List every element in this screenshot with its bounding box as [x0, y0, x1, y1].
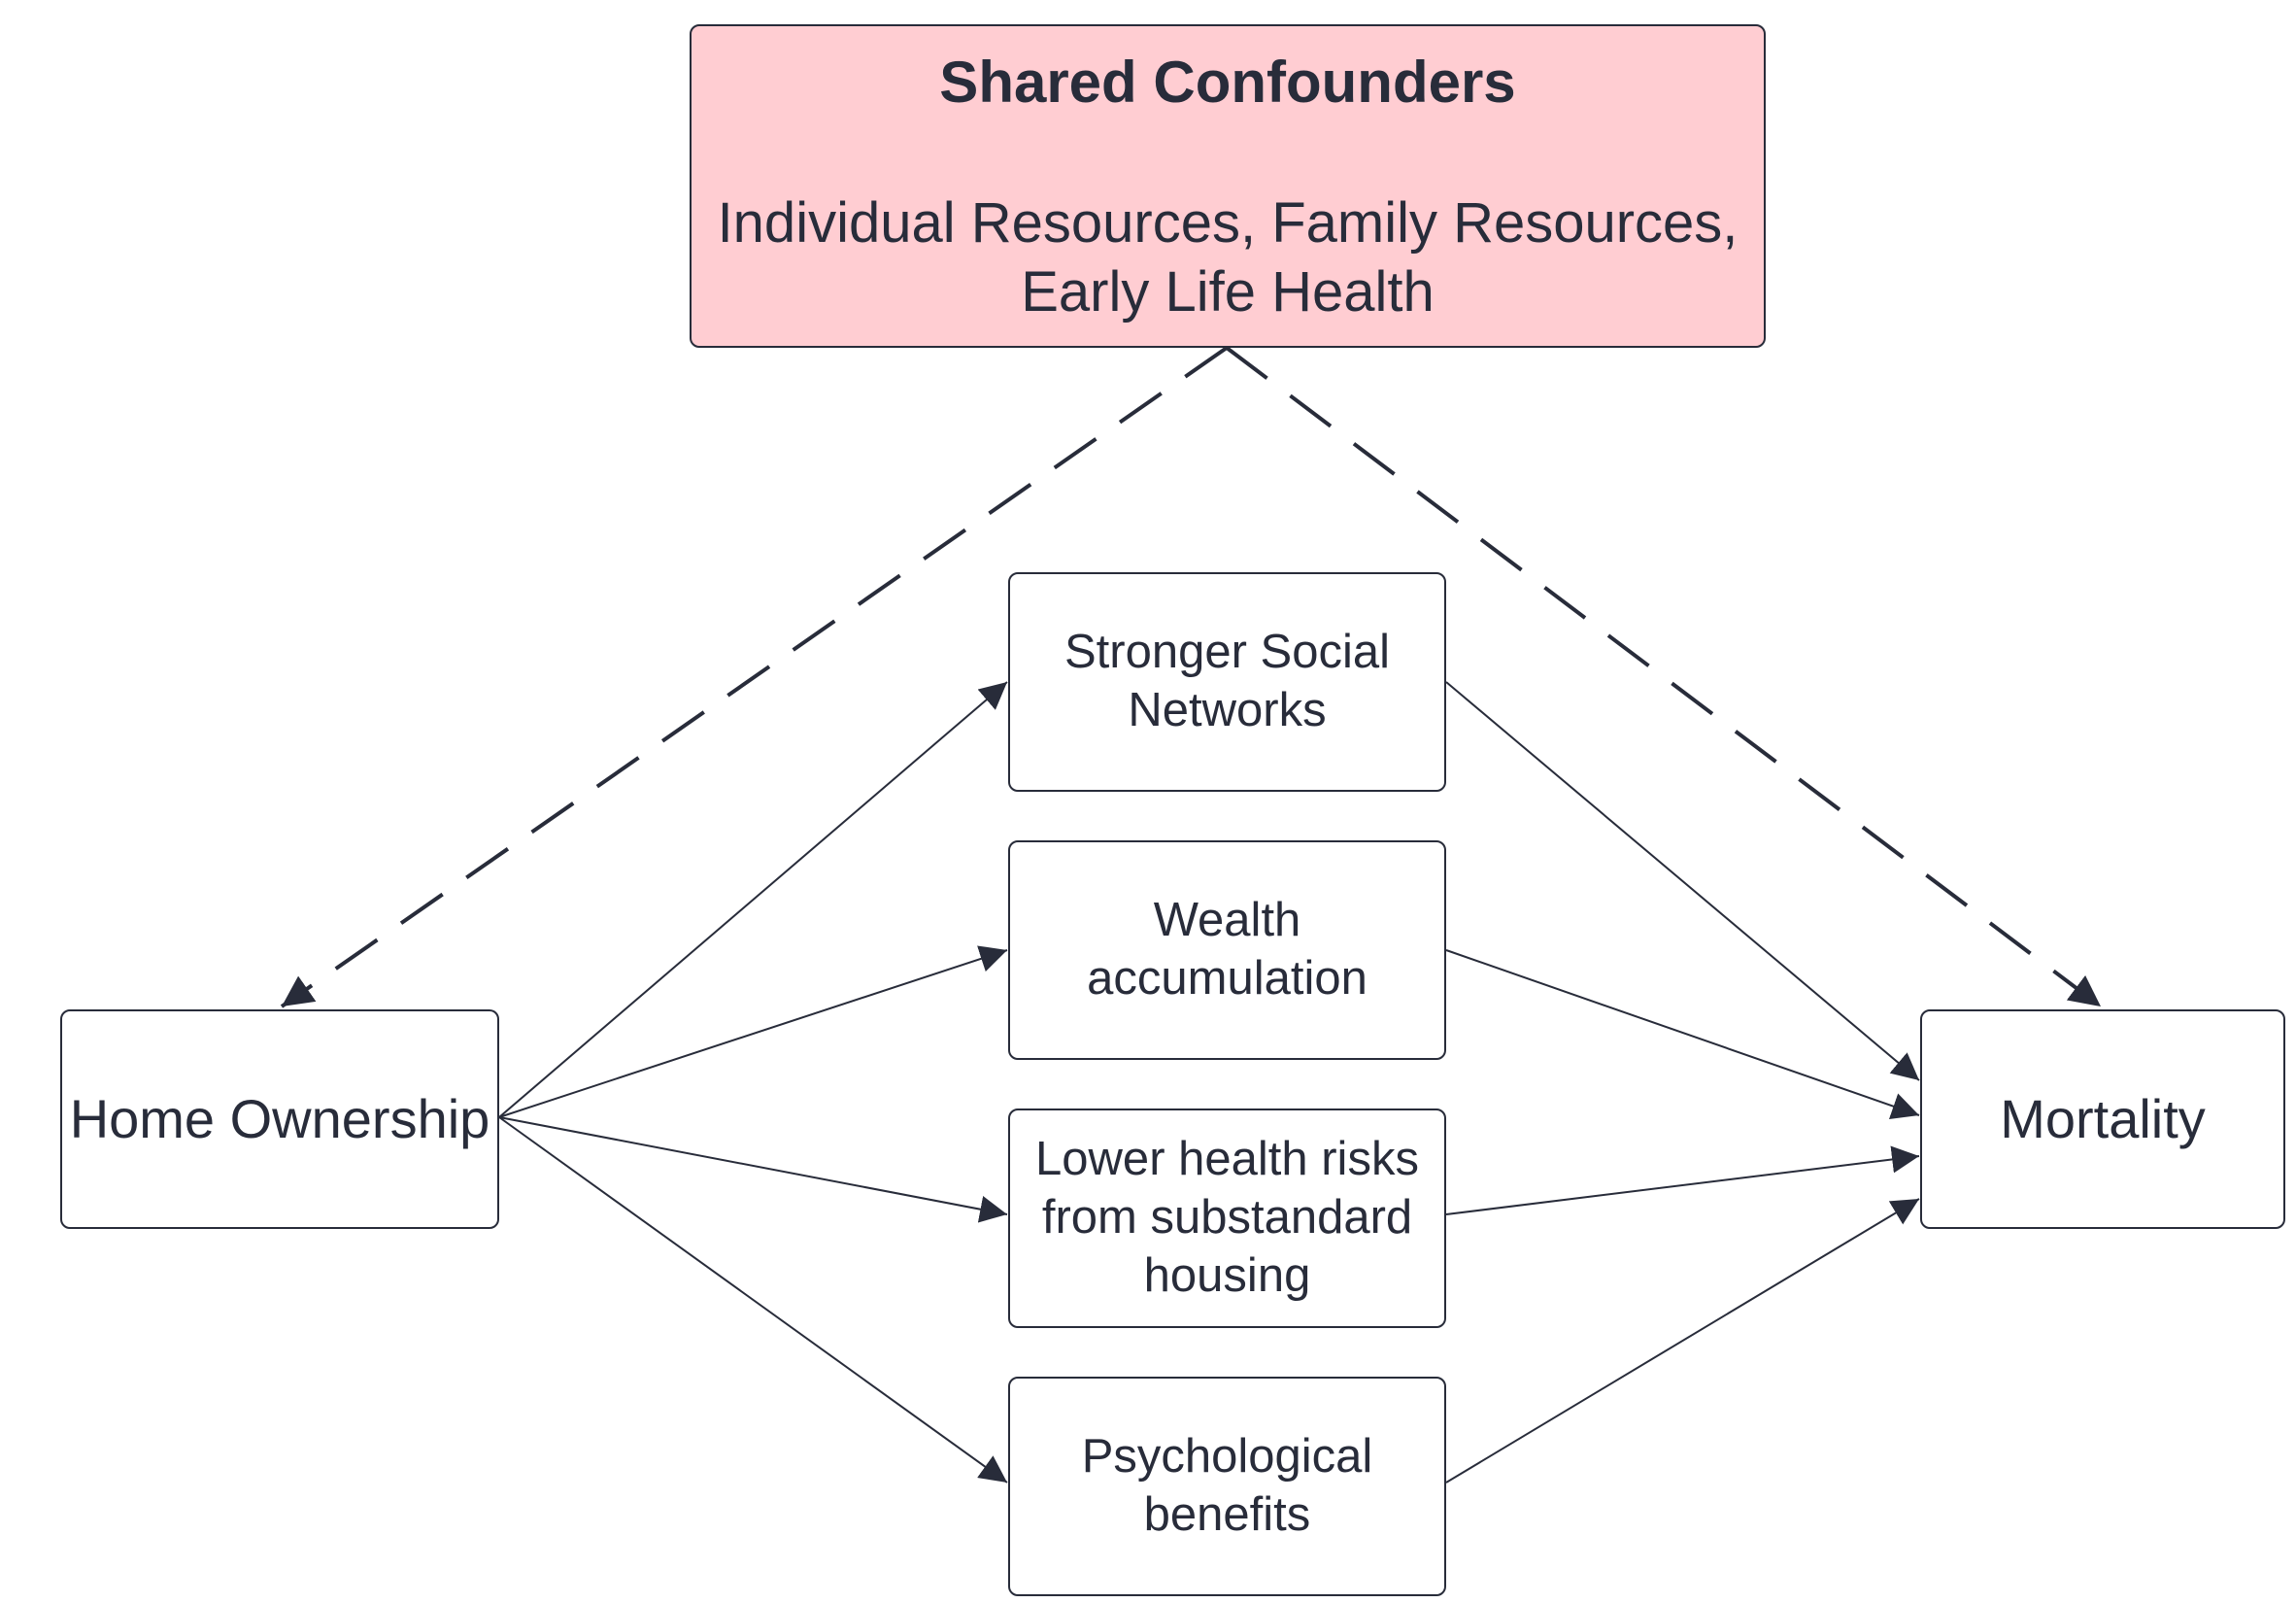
edge-home-ownership-to-social-networks — [498, 681, 1008, 1118]
mediator-social-networks-label: Stronger Social Networks — [1064, 626, 1390, 736]
shared-confounders-node: Shared Confounders Individual Resources,… — [690, 24, 1766, 348]
edge-wealth-to-mortality — [1445, 949, 1920, 1119]
mediator-wealth-label: Wealth accumulation — [1087, 894, 1367, 1005]
shared-confounders-items: Individual Resources, Family Resources, … — [717, 191, 1739, 324]
mediator-psychological-label: Psychological benefits — [1081, 1430, 1373, 1541]
home-ownership-node: Home Ownership — [60, 1009, 499, 1229]
home-ownership-label: Home Ownership — [69, 1087, 490, 1149]
edge-home-ownership-to-psychological — [498, 1116, 1008, 1484]
mediator-social-networks-node: Stronger Social Networks — [1008, 572, 1446, 792]
edge-confounders-to-mortality — [1225, 346, 2103, 1008]
mediator-housing-risks-label: Lower health risks from substandard hous… — [1035, 1133, 1419, 1302]
edge-social-networks-to-mortality — [1445, 681, 1920, 1081]
mortality-node: Mortality — [1920, 1009, 2285, 1229]
edge-home-ownership-to-housing-risks — [498, 1116, 1008, 1223]
mediator-housing-risks-node: Lower health risks from substandard hous… — [1008, 1108, 1446, 1328]
mediator-wealth-node: Wealth accumulation — [1008, 840, 1446, 1060]
edge-home-ownership-to-wealth — [498, 945, 1008, 1118]
edge-housing-risks-to-mortality — [1445, 1145, 1920, 1215]
edge-psychological-to-mortality — [1445, 1198, 1920, 1484]
mediator-psychological-node: Psychological benefits — [1008, 1377, 1446, 1596]
edge-confounders-to-home-ownership — [280, 346, 1229, 1008]
shared-confounders-title: Shared Confounders — [939, 50, 1516, 115]
mortality-label: Mortality — [2000, 1087, 2206, 1149]
